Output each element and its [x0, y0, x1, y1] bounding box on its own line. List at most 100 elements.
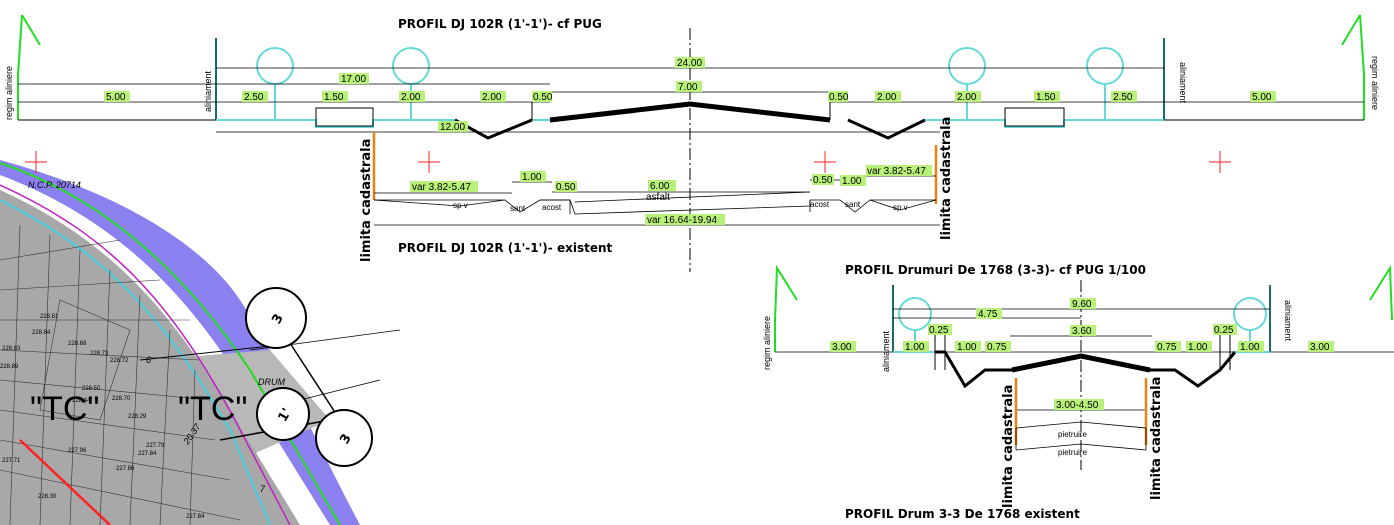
regim3-left-green	[774, 264, 798, 352]
zone-label-right: "TC"	[178, 390, 247, 428]
profile-de1768: PROFIL Drumuri De 1768 (3-3)- cf PUG 1/1…	[762, 263, 1394, 521]
purple-band	[0, 160, 360, 525]
limita-left-label: limita cadastrala	[359, 139, 374, 262]
pietruire-bottom: pietruire	[1058, 448, 1087, 457]
section-marker-3-top[interactable]: 3	[245, 287, 307, 349]
regim3-right-green	[1369, 264, 1393, 321]
svg-text:24.00: 24.00	[677, 58, 702, 69]
svg-text:228.29: 228.29	[128, 414, 147, 420]
svg-text:3.00: 3.00	[1310, 342, 1330, 353]
section-marker-1[interactable]: 1'	[256, 387, 310, 441]
svg-text:acost: acost	[542, 203, 562, 212]
svg-text:1.00: 1.00	[1240, 342, 1260, 353]
drum-label: DRUM	[258, 377, 285, 387]
svg-text:0.50: 0.50	[556, 182, 576, 193]
ncp-label: N.C.P. 20714	[28, 180, 81, 190]
svg-text:0.25: 0.25	[929, 325, 949, 336]
green-boundary	[0, 162, 341, 525]
svg-text:0.75: 0.75	[1157, 342, 1177, 353]
profile1-dim-labels: 24.00 17.00 5.00 2.50 1.50 2.00 2.00 0.5…	[104, 57, 1276, 133]
svg-text:2.00: 2.00	[482, 92, 502, 103]
svg-text:3.60: 3.60	[1072, 326, 1092, 337]
svg-text:1.00: 1.00	[905, 342, 925, 353]
svg-text:2.00: 2.00	[957, 92, 977, 103]
svg-text:5.00: 5.00	[1252, 92, 1272, 103]
section-marker-3-bottom[interactable]: 3	[315, 409, 373, 467]
profile3-dim-labels: 9.60 4.75 3.60 0.25 0.25 3.00 1.00 1.00 …	[830, 298, 1334, 411]
svg-text:227.96: 227.96	[68, 448, 87, 454]
svg-text:1': 1'	[275, 406, 295, 425]
profile1-title-bottom: PROFIL DJ 102R (1'-1')- existent	[398, 241, 613, 255]
pietruire-top: pietruire	[1058, 430, 1087, 439]
svg-text:sant: sant	[510, 204, 526, 213]
svg-text:228.72: 228.72	[110, 358, 129, 364]
svg-text:0.50: 0.50	[813, 175, 833, 186]
svg-text:1.50: 1.50	[324, 92, 344, 103]
svg-text:227.79: 227.79	[146, 443, 165, 449]
aliniament-right-label: aliniament	[1178, 62, 1188, 104]
svg-text:5.00: 5.00	[106, 92, 126, 103]
svg-text:2.50: 2.50	[1113, 92, 1133, 103]
svg-text:228.70: 228.70	[112, 396, 131, 402]
svg-text:0.50: 0.50	[533, 92, 553, 103]
svg-text:228.83: 228.83	[2, 346, 21, 352]
regim3-left-label: regim aliniere	[762, 316, 772, 370]
regim-left-green	[17, 14, 41, 120]
red-crosses	[25, 151, 1231, 173]
svg-text:sp v: sp v	[893, 203, 908, 212]
red-line	[19, 439, 111, 525]
svg-text:227.84: 227.84	[138, 451, 157, 457]
dim-lines-3	[775, 308, 1394, 411]
profile1-existing: var 3.82-5.47 1.00 0.50 6.00 asfalt 0.50…	[373, 165, 940, 226]
regim-right-green	[1341, 14, 1365, 120]
dimension-lines	[18, 67, 1364, 133]
svg-text:3.00: 3.00	[832, 342, 852, 353]
limita-right-label: limita cadastrala	[939, 117, 954, 240]
svg-text:1.00: 1.00	[957, 342, 977, 353]
profile1-title-top: PROFIL DJ 102R (1'-1')- cf PUG	[398, 17, 602, 31]
profile3-existing	[1015, 421, 1147, 451]
svg-text:227.84: 227.84	[186, 514, 205, 520]
point-6: 6	[146, 355, 151, 365]
regim-right-label: regim aliniere	[1370, 56, 1380, 110]
magenta-boundary	[0, 184, 291, 525]
svg-text:sant: sant	[845, 200, 861, 209]
aliniament3-left-label: aliniament	[881, 330, 891, 372]
svg-text:sp v: sp v	[453, 201, 468, 210]
svg-text:0.25: 0.25	[1214, 325, 1234, 336]
svg-text:228.68: 228.68	[68, 341, 87, 347]
svg-text:9.60: 9.60	[1072, 299, 1092, 310]
svg-text:3.00-4.50: 3.00-4.50	[1056, 400, 1099, 411]
svg-text:228.73: 228.73	[90, 351, 109, 357]
svg-text:6.00: 6.00	[650, 181, 670, 192]
svg-text:1.00: 1.00	[522, 172, 542, 183]
svg-text:1.00: 1.00	[1188, 342, 1208, 353]
limita3-left-label: limita cadastrala	[1001, 385, 1016, 508]
cyan-boundary	[0, 199, 271, 525]
svg-text:17.00: 17.00	[341, 74, 366, 85]
profile1-section	[18, 101, 1364, 140]
svg-text:228.81: 228.81	[40, 314, 59, 320]
profile-dj102r: PROFIL DJ 102R (1'-1')- cf PUG	[4, 14, 1380, 272]
svg-text:var 3.82-5.47: var 3.82-5.47	[412, 182, 471, 193]
limita3-right-label: limita cadastrala	[1149, 377, 1164, 500]
svg-text:0.50: 0.50	[829, 92, 849, 103]
svg-text:228.44: 228.44	[72, 398, 91, 404]
svg-text:asfalt: asfalt	[646, 192, 670, 203]
elevation-labels: 228.81 228.84 228.83 228.89 228.68 228.7…	[0, 314, 205, 520]
svg-text:227.71: 227.71	[2, 458, 21, 464]
svg-text:var 3.82-5.47: var 3.82-5.47	[867, 166, 926, 177]
svg-text:228.89: 228.89	[0, 364, 19, 370]
svg-text:4.75: 4.75	[978, 309, 998, 320]
aliniament3-right-label: aliniament	[1283, 300, 1293, 342]
svg-text:12.00: 12.00	[440, 122, 465, 133]
road-line-right-2	[299, 379, 381, 401]
profile3-title-top: PROFIL Drumuri De 1768 (3-3)- cf PUG 1/1…	[845, 263, 1146, 277]
svg-text:0.75: 0.75	[987, 342, 1007, 353]
svg-text:7.00: 7.00	[678, 82, 698, 93]
cadastral-map: "TC" "TC" DRUM 6 7 20.37 228.81 228.84 2…	[0, 160, 400, 525]
grid-lines	[0, 224, 241, 525]
road-axis	[139, 344, 281, 361]
zone-label-left: "TC"	[30, 390, 99, 428]
